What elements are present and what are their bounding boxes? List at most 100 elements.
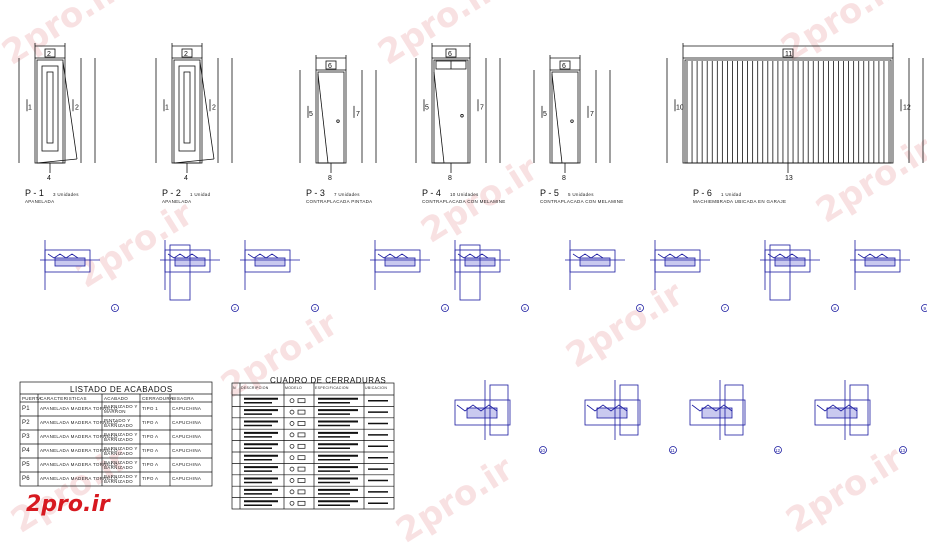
door-inner-frame bbox=[551, 71, 579, 164]
finishes-cell: BARNIZADO Y BARNIZADO bbox=[104, 432, 138, 442]
door-frame bbox=[34, 57, 66, 164]
finishes-header: CERRADURA bbox=[142, 396, 174, 401]
detail-frame bbox=[826, 407, 858, 419]
door-description: MACHIEMBRADA UBICADA EN GARAJE bbox=[693, 199, 787, 204]
finishes-cell: BARNIZADO Y BARNIZADO bbox=[104, 446, 138, 456]
door-inner-frame bbox=[36, 59, 64, 164]
lock-symbol-icon bbox=[289, 500, 295, 506]
construction-detail-4: 4 bbox=[370, 240, 449, 312]
lock-symbol-icon bbox=[297, 421, 306, 426]
door-description: APANELADA bbox=[25, 199, 55, 204]
door-panel-inset bbox=[46, 71, 54, 144]
detail-frame bbox=[254, 257, 286, 267]
finishes-header: BISAGRA bbox=[172, 396, 195, 401]
construction-detail-2: 2 bbox=[160, 240, 239, 312]
detail-callout bbox=[111, 304, 119, 312]
door-code: P - 3 bbox=[306, 188, 325, 198]
detail-jamb bbox=[489, 384, 509, 436]
detail-hatch bbox=[247, 253, 279, 259]
finishes-cell: P4 bbox=[22, 448, 30, 454]
detail-wall bbox=[689, 399, 746, 426]
finishes-cell: APANELADA MADERA TORNILLO bbox=[40, 406, 118, 411]
finishes-cell: TIPO A bbox=[142, 462, 159, 467]
door-frame bbox=[315, 69, 347, 164]
detail-number: 4 bbox=[444, 306, 447, 311]
finishes-cell: PINTADO Y BARNIZADO bbox=[104, 418, 133, 428]
lock-symbol-icon bbox=[297, 466, 306, 472]
detail-hatch bbox=[47, 253, 79, 259]
side-mark: 5 bbox=[309, 111, 313, 118]
finishes-cell: TIPO A bbox=[142, 420, 159, 425]
mark-box bbox=[44, 48, 56, 58]
detail-number: 7 bbox=[724, 306, 727, 311]
detail-callout bbox=[441, 304, 449, 312]
detail-jamb bbox=[724, 384, 744, 436]
construction-detail-8: 8 bbox=[760, 240, 839, 312]
swing-line bbox=[199, 61, 215, 160]
detail-frame bbox=[864, 257, 896, 267]
detail-number: 11 bbox=[670, 448, 675, 453]
finishes-cell: P6 bbox=[22, 476, 30, 482]
bottom-mark: 4 bbox=[184, 175, 188, 182]
detail-hatch bbox=[767, 253, 799, 259]
mark-box bbox=[325, 60, 337, 70]
finishes-table-border bbox=[19, 381, 213, 487]
locks-header: DESCRIPCION bbox=[241, 386, 269, 390]
swing-line bbox=[317, 73, 329, 164]
finishes-cell: P1 bbox=[22, 406, 30, 412]
top-mark: 2 bbox=[47, 51, 51, 58]
bottom-mark: 4 bbox=[47, 175, 51, 182]
finishes-cell: TIPO 1 bbox=[142, 406, 159, 411]
locks-header: ESPECIFICACION bbox=[315, 386, 349, 390]
door-code: P - 5 bbox=[540, 188, 559, 198]
detail-number: 10 bbox=[540, 448, 546, 453]
finishes-cell: P3 bbox=[22, 434, 30, 440]
door-panel-inset bbox=[183, 71, 191, 144]
detail-number: 6 bbox=[639, 306, 642, 311]
door-code: P - 2 bbox=[162, 188, 181, 198]
brand-logo: 2pro.ir bbox=[26, 492, 110, 517]
detail-number: 8 bbox=[834, 306, 837, 311]
detail-callout bbox=[831, 304, 839, 312]
lock-symbol-icon bbox=[289, 443, 295, 449]
finishes-cell: CAPUCHINA bbox=[172, 420, 202, 425]
detail-hatch bbox=[167, 253, 199, 259]
right-mark: 2 bbox=[75, 104, 79, 111]
lock-symbol-icon bbox=[289, 398, 295, 404]
locks-table-title: CUADRO DE CERRADURAS bbox=[270, 376, 387, 385]
detail-number: 1 bbox=[114, 306, 117, 311]
finishes-cell: BARNIZADO Y BARNIZADO bbox=[104, 474, 138, 484]
detail-jamb bbox=[619, 384, 639, 436]
door-units: 5 Unidades bbox=[568, 192, 594, 197]
lock-symbol-icon bbox=[297, 455, 306, 461]
door-description: CONTRAPLACADA CON MELAMINE bbox=[422, 199, 506, 204]
construction-detail-5: 5 bbox=[450, 240, 529, 312]
construction-detail-7: 7 bbox=[650, 240, 729, 312]
door-units: 1 Unidad bbox=[190, 192, 211, 197]
finishes-cell: CAPUCHINA bbox=[172, 462, 202, 467]
lock-symbol-icon bbox=[289, 478, 295, 483]
right-mark: 2 bbox=[212, 104, 216, 111]
detail-number: 12 bbox=[775, 448, 781, 453]
detail-callout bbox=[899, 446, 907, 454]
door-handle bbox=[336, 119, 340, 123]
detail-callout bbox=[311, 304, 319, 312]
bottom-mark: 8 bbox=[448, 175, 452, 182]
side-mark: 1 bbox=[28, 104, 32, 111]
swing-line bbox=[173, 158, 215, 164]
top-mark: 6 bbox=[562, 63, 566, 70]
top-mark: 6 bbox=[448, 51, 452, 58]
detail-jamb bbox=[459, 244, 481, 301]
detail-hatch bbox=[572, 253, 604, 259]
detail-number: 2 bbox=[234, 306, 237, 311]
detail-callout bbox=[921, 304, 927, 312]
door-panel bbox=[41, 65, 59, 152]
finishes-cell: CAPUCHINA bbox=[172, 406, 202, 411]
door-handle bbox=[570, 119, 574, 123]
door-description: CONTRAPLACADA PINTADA bbox=[306, 199, 373, 204]
right-mark: 12 bbox=[903, 104, 911, 111]
